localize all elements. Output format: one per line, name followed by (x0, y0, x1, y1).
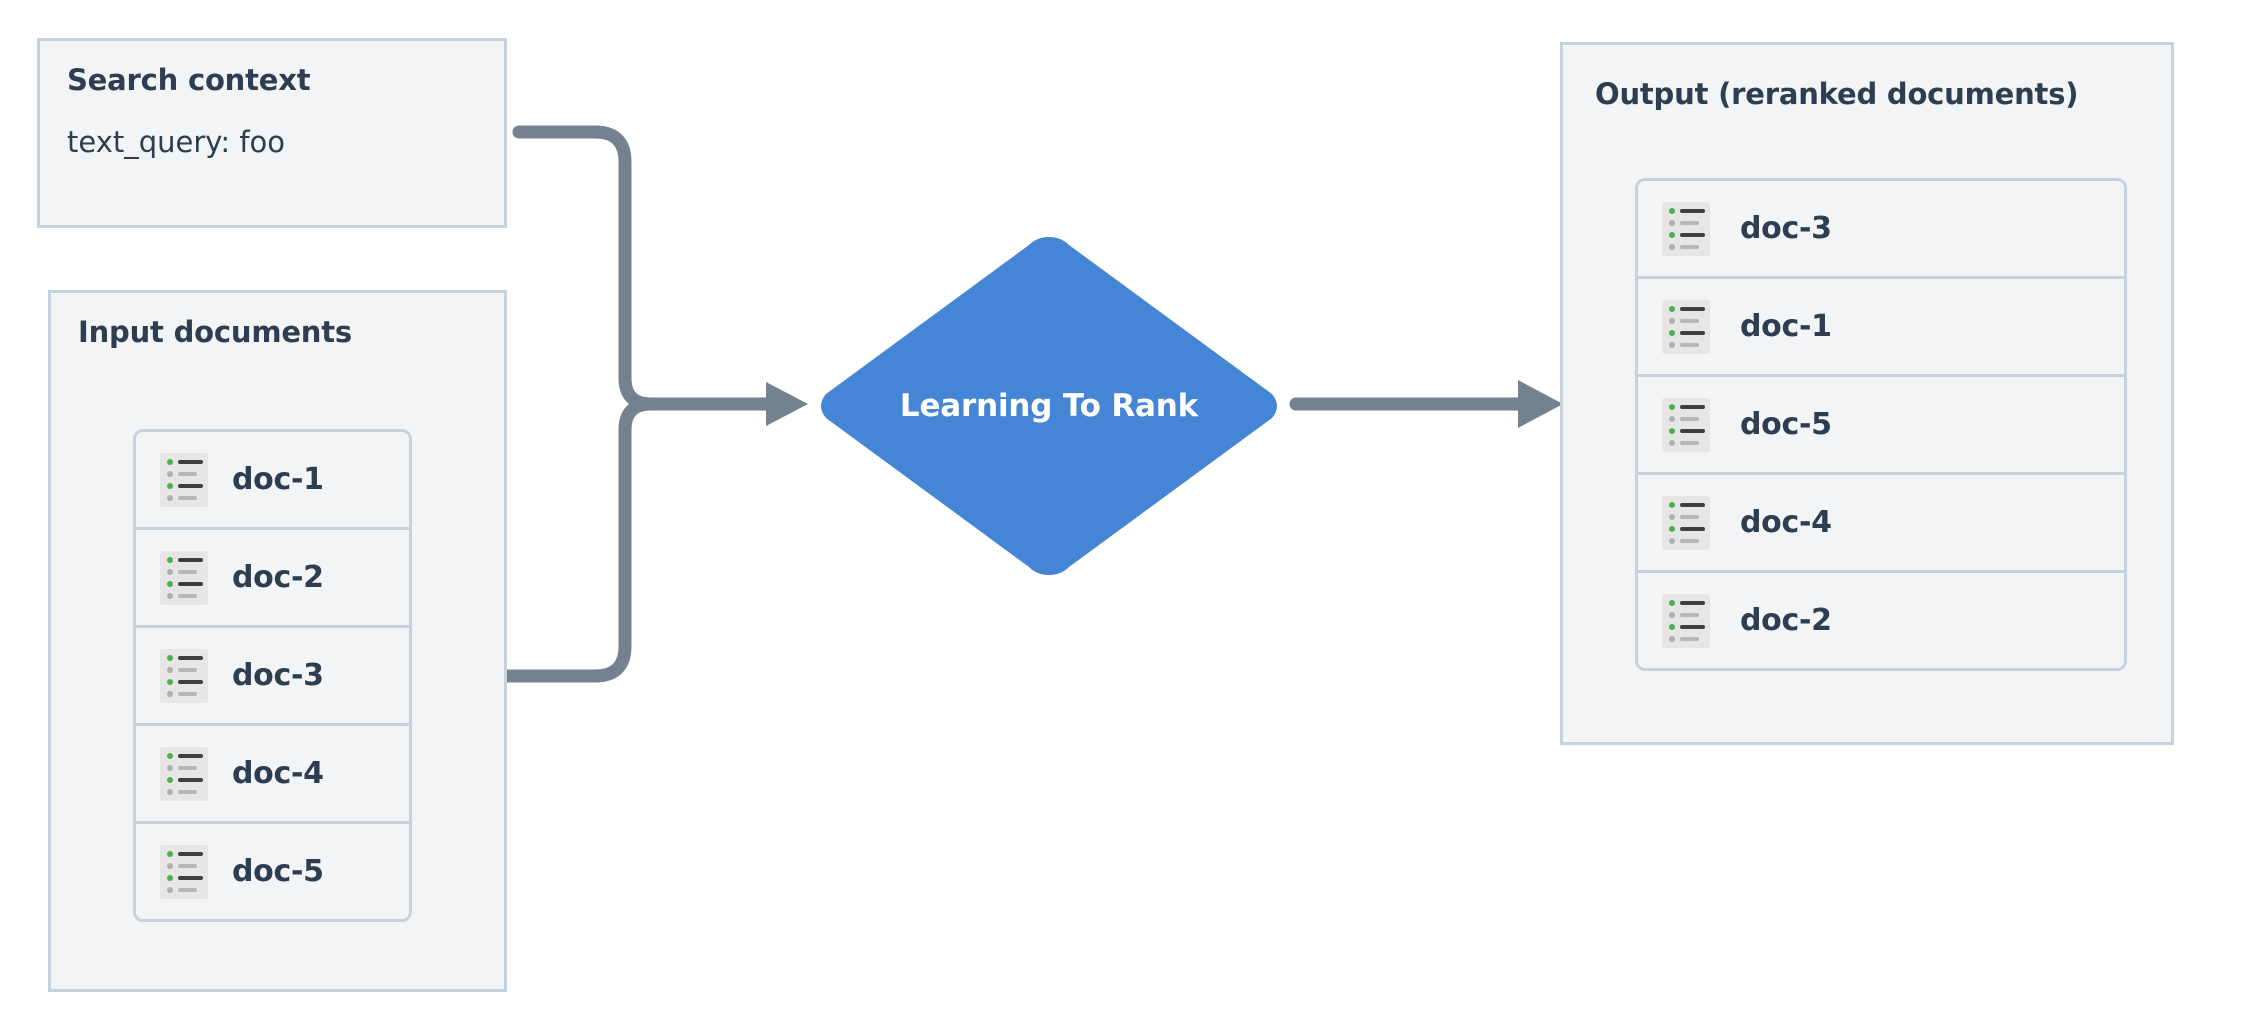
list-item[interactable]: doc-1 (1635, 276, 2127, 377)
list-item[interactable]: doc-1 (133, 429, 412, 530)
list-item-label: doc-2 (232, 560, 324, 595)
list-item-label: doc-3 (232, 658, 324, 693)
list-item[interactable]: doc-2 (133, 527, 412, 628)
connector-search-context-to-process (512, 125, 777, 411)
document-list-icon (1662, 593, 1710, 648)
output-panel: Output (reranked documents) doc-3 (1560, 42, 2174, 745)
list-item[interactable]: doc-4 (133, 723, 412, 824)
search-context-title: Search context (67, 63, 311, 97)
search-context-panel: Search context text_query: foo (37, 38, 507, 228)
list-item[interactable]: doc-4 (1635, 472, 2127, 573)
list-item-label: doc-2 (1740, 603, 1832, 638)
list-item-label: doc-5 (1740, 407, 1832, 442)
connector-arrowhead-into-output (1518, 380, 1563, 428)
list-item-label: doc-1 (1740, 309, 1832, 344)
output-title: Output (reranked documents) (1595, 77, 2079, 111)
list-item[interactable]: doc-3 (133, 625, 412, 726)
diamond-shape (821, 237, 1277, 575)
list-item[interactable]: doc-5 (1635, 374, 2127, 475)
input-documents-panel: Input documents doc-1 doc-2 (48, 290, 507, 992)
document-list-icon (160, 844, 208, 899)
connector-input-documents-to-process (496, 397, 777, 683)
list-item-label: doc-5 (232, 854, 324, 889)
document-list-icon (1662, 397, 1710, 452)
input-document-list: doc-1 doc-2 doc-3 (133, 429, 412, 922)
search-context-value: text_query: foo (67, 125, 286, 159)
list-item[interactable]: doc-3 (1635, 178, 2127, 279)
output-document-list: doc-3 doc-1 doc-5 (1635, 178, 2127, 671)
list-item-label: doc-4 (232, 756, 324, 791)
connector-arrowhead-into-process (766, 382, 808, 426)
list-item[interactable]: doc-5 (133, 821, 412, 922)
learning-to-rank-node[interactable]: Learning To Rank (812, 231, 1286, 581)
list-item-label: doc-1 (232, 462, 324, 497)
document-list-icon (160, 746, 208, 801)
list-item[interactable]: doc-2 (1635, 570, 2127, 671)
document-list-icon (1662, 495, 1710, 550)
document-list-icon (160, 550, 208, 605)
document-list-icon (160, 452, 208, 507)
list-item-label: doc-3 (1740, 211, 1832, 246)
input-documents-title: Input documents (78, 315, 352, 349)
document-list-icon (1662, 299, 1710, 354)
list-item-label: doc-4 (1740, 505, 1832, 540)
document-list-icon (1662, 201, 1710, 256)
document-list-icon (160, 648, 208, 703)
